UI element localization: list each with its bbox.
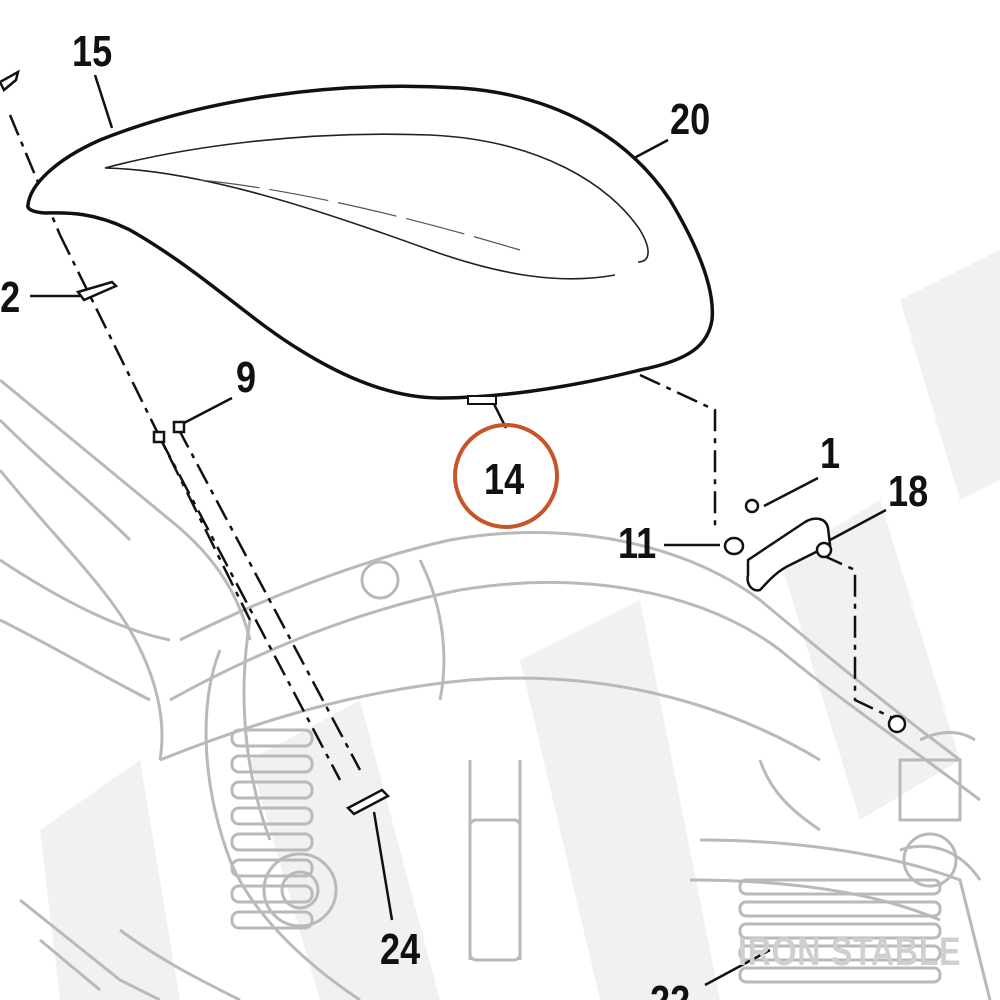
seat-washer-12 (75, 280, 119, 302)
callout-1: 1 (820, 429, 841, 478)
callout-11: 11 (618, 519, 657, 568)
callout-18: 18 (888, 467, 929, 516)
seat-contour-inner (199, 179, 521, 251)
frame-nut (887, 714, 907, 734)
seat-screw-15 (0, 69, 20, 92)
assembly-lines (8, 114, 894, 781)
hardware (0, 69, 907, 816)
seat-contour-upper (104, 133, 649, 263)
background-watermark (40, 250, 1000, 1000)
watermark-text: IRON STABLE (738, 930, 962, 974)
bolt-1 (744, 498, 760, 514)
callout-20: 20 (670, 95, 711, 144)
nut-11 (723, 536, 745, 556)
highlight-circle (453, 423, 559, 529)
callout-12: 12 (0, 273, 21, 322)
callout-9: 9 (236, 353, 257, 402)
leader-lines (30, 74, 887, 987)
bolt-9-b (172, 420, 186, 434)
seat (26, 84, 715, 405)
nut-18 (815, 541, 833, 559)
seat-outline (26, 84, 715, 400)
callout-24: 24 (380, 925, 421, 974)
bolt-9-a (152, 430, 166, 444)
cylinder-fins-right (738, 878, 942, 984)
callout-22: 22 (650, 980, 690, 1000)
callout-15: 15 (72, 27, 113, 76)
seat-contour-lower (104, 167, 616, 280)
bracket-18 (746, 517, 832, 592)
cylinder-fins-left (230, 728, 314, 930)
clip-24 (345, 788, 391, 816)
seat-tab (467, 395, 497, 405)
callout-14: 14 (484, 455, 525, 504)
frame-background (0, 378, 992, 1000)
